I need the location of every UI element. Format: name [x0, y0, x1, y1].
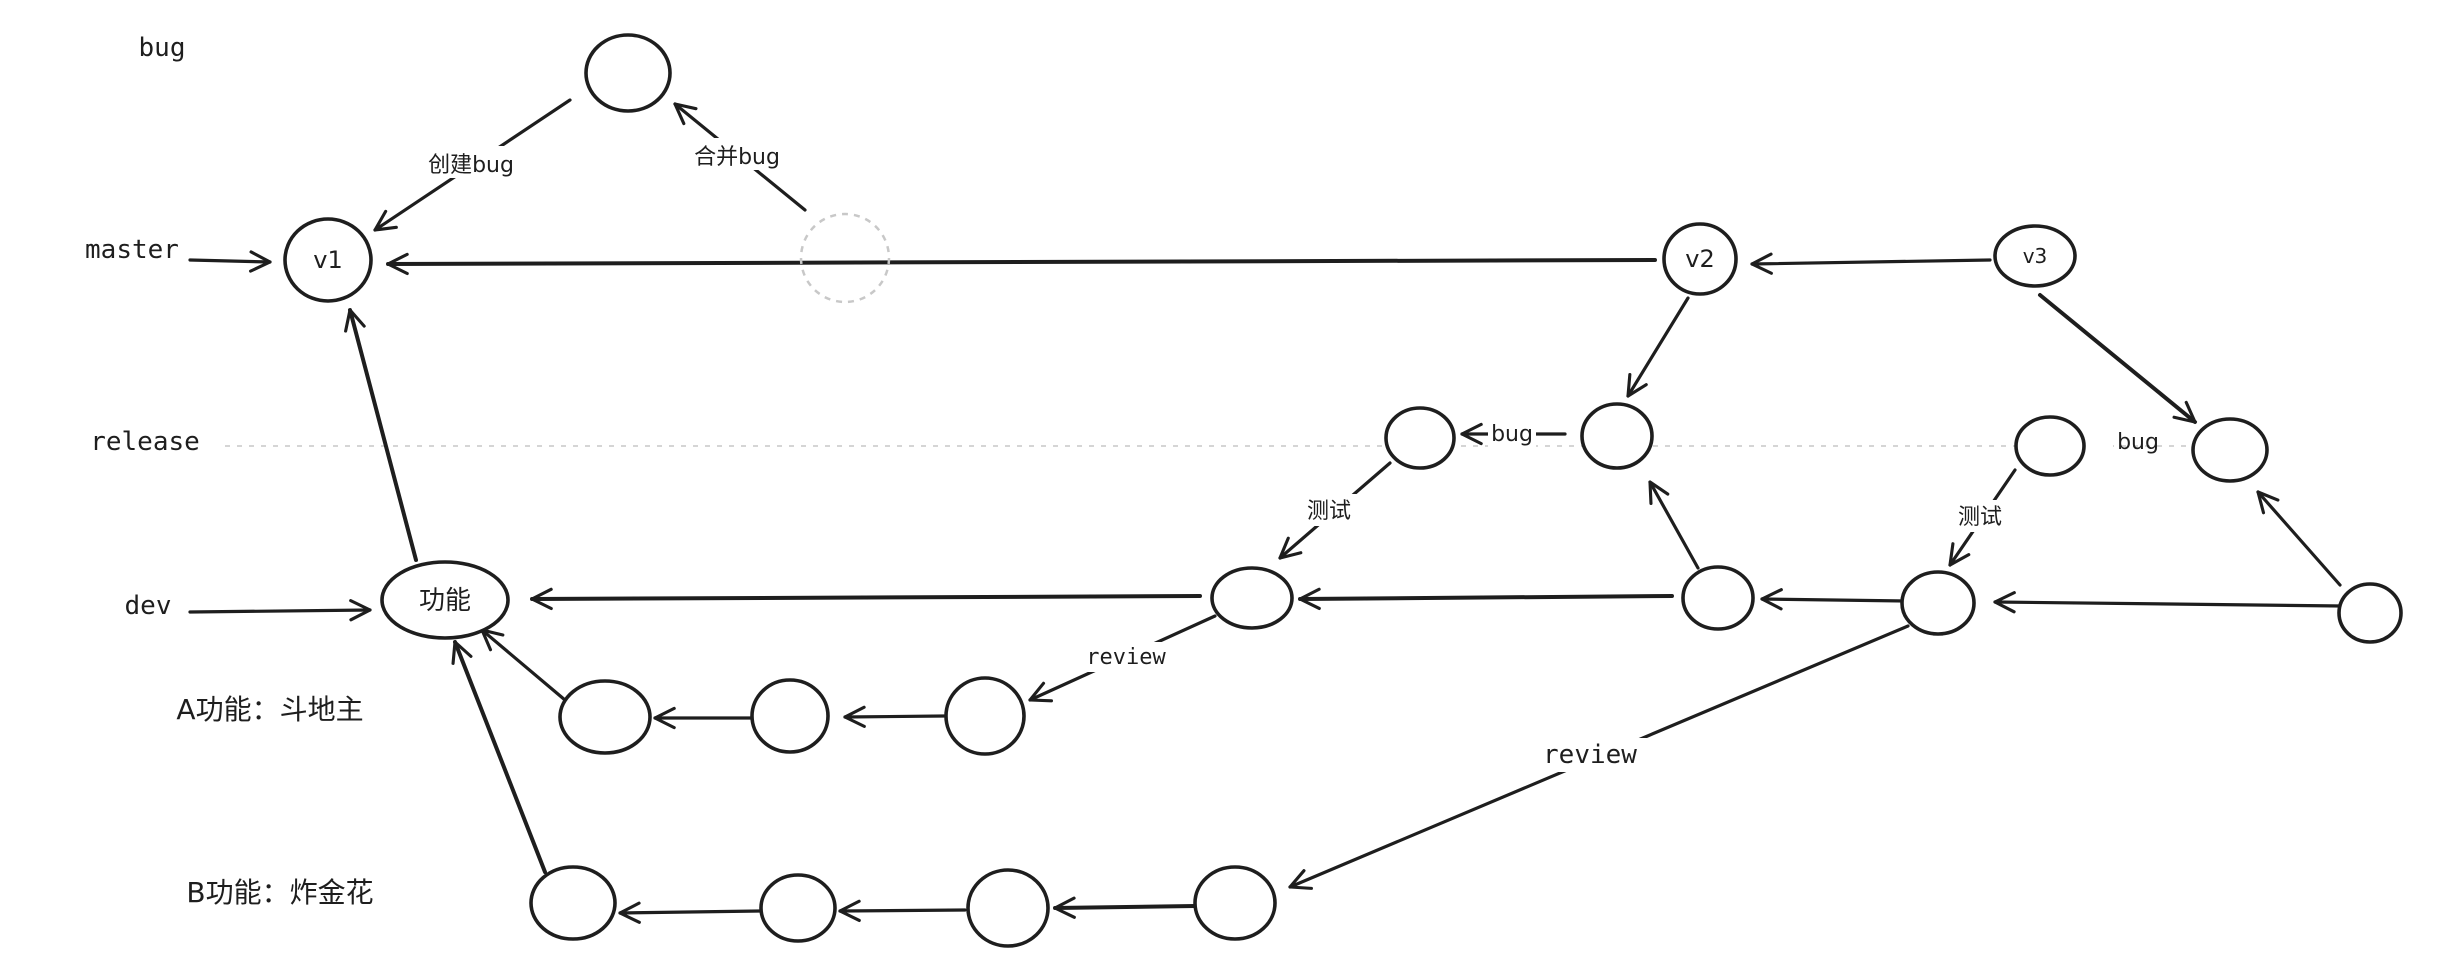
dev-arrow-3: [1760, 588, 1910, 611]
dev-to-release-arrow-1: [1648, 480, 1700, 570]
dev-pointer-arrow: [188, 599, 372, 622]
feature-b-node-2: [759, 873, 837, 943]
dev-arrow-2: [1298, 587, 1674, 611]
edges: [188, 98, 2344, 924]
v2-to-release-arrow: [1626, 296, 1690, 398]
feature-a-arrow-2: [843, 705, 946, 728]
feature-a-node-1: [558, 679, 652, 755]
feature-b-node-1: [529, 865, 617, 941]
ghost-node: [799, 212, 891, 304]
edge-label-release-bug-2: bug: [2117, 430, 2159, 455]
dev-node-3: [1900, 570, 1976, 636]
edge-label-backgrounds: [420, 138, 2113, 772]
edge-label-test-2: 测试: [1958, 505, 2002, 530]
dev-arrow-4: [1993, 591, 2344, 614]
release-node-2: [1580, 402, 1654, 470]
edge-label-test-1: 测试: [1307, 499, 1351, 524]
feature-a-merge-arrow: [480, 628, 567, 702]
branch-label-dev: dev: [125, 591, 172, 621]
release-node-4: [2191, 417, 2269, 483]
node-label-v3: v3: [2023, 244, 2048, 268]
release-node-3: [2014, 415, 2086, 477]
node-label-dev-feature: 功能: [419, 586, 471, 616]
node-v1: [283, 217, 373, 303]
feature-b-arrow-3: [1053, 896, 1197, 919]
branch-label-master: master: [85, 235, 179, 265]
feature-b-arrow-1: [618, 901, 762, 924]
feature-b-merge-arrow: [451, 640, 547, 874]
dev-to-master-arrow: [344, 308, 418, 562]
edge-label-review-b: review: [1543, 740, 1637, 770]
dev-to-release-arrow-2: [2256, 490, 2342, 587]
branch-label-bug: bug: [139, 33, 186, 63]
node-v2: [1662, 222, 1738, 296]
node-label-v2: v2: [1685, 245, 1714, 273]
dev-feature-node: [380, 560, 510, 640]
dev-node-4: [2337, 582, 2403, 644]
dev-node-2: [1681, 565, 1755, 631]
master-pointer-arrow: [188, 250, 272, 273]
v3-to-v2-arrow: [1750, 252, 1992, 275]
dev-arrow-1: [530, 587, 1202, 611]
node-v3: [1993, 224, 2077, 288]
node-label-v1: v1: [313, 246, 342, 274]
feature-b-node-3: [966, 868, 1050, 948]
feature-a-node-3: [944, 676, 1026, 756]
feature-a-node-2: [750, 678, 830, 754]
nodes: [283, 33, 2403, 948]
dev-node-1: [1210, 566, 1294, 630]
feature-b-arrow-2: [838, 899, 967, 923]
edge-label-create-bug: 创建bug: [428, 153, 514, 178]
v3-to-release-arrow: [2038, 293, 2197, 424]
edge-label-release-bug-1: bug: [1491, 422, 1533, 447]
feature-b-node-4: [1193, 865, 1277, 941]
bug-node: [584, 33, 672, 113]
branch-label-feature-b: B功能：炸金花: [186, 876, 373, 909]
edge-label-review-a: review: [1086, 645, 1166, 670]
branch-label-feature-a: A功能：斗地主: [176, 693, 363, 726]
v2-to-v1-arrow: [386, 252, 1657, 276]
branch-label-release: release: [90, 427, 200, 457]
release-node-1: [1384, 406, 1456, 470]
edge-label-merge-bug: 合并bug: [694, 145, 780, 170]
